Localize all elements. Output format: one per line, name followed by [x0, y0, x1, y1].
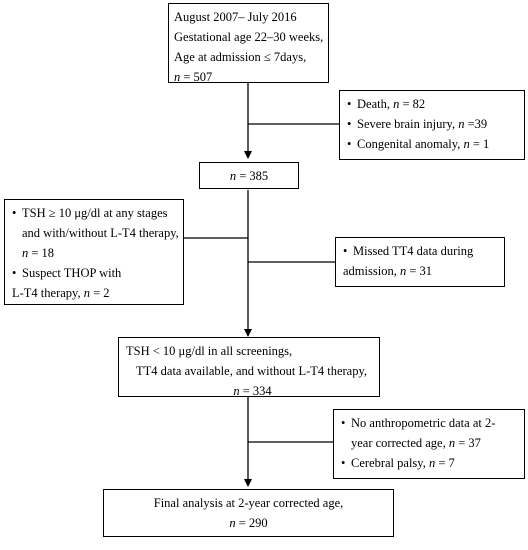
n-label: n: [448, 436, 456, 450]
exclusion-tsh-count: n = 18: [22, 243, 179, 263]
box-exclusion-3: No anthropometric data at 2- year correc…: [333, 409, 525, 479]
count-value: = 2: [89, 286, 110, 300]
count-290: n = 290: [104, 513, 393, 533]
count-value: = 1: [469, 137, 490, 151]
exclusion-label: admission,: [343, 264, 400, 278]
count-value: = 290: [235, 516, 268, 530]
exclusion-cerebral-palsy: Cerebral palsy, n = 7: [341, 453, 520, 473]
exclusion-brain-injury: Severe brain injury, n =39: [347, 114, 520, 134]
n-label: n: [174, 70, 181, 84]
exclusion-death: Death, n = 82: [347, 94, 520, 114]
n-label: n: [428, 456, 436, 470]
n-label: n: [233, 384, 240, 398]
count-334: n = 334: [126, 381, 379, 401]
start-line-1: August 2007– July 2016: [174, 10, 297, 24]
box-final: Final analysis at 2-year corrected age, …: [103, 489, 394, 537]
exclusion-label: Death,: [357, 97, 394, 111]
exclusion-label: year corrected age,: [351, 436, 449, 450]
n-label: n: [393, 97, 400, 111]
exclusion-tt4-line-2: admission, n = 31: [343, 261, 500, 281]
exclusion-anthro-line-1: No anthropometric data at 2-: [351, 416, 496, 430]
n-label: n: [229, 169, 237, 183]
exclusion-missed-tt4: Missed TT4 data during admission, n = 31: [343, 241, 500, 281]
exclusion-thop: Suspect THOP with L-T4 therapy, n = 2: [12, 263, 179, 303]
count-value: = 507: [180, 70, 213, 84]
exclusion-tsh-line-2: and with/without L-T4 therapy,: [22, 226, 179, 240]
count-value: = 37: [455, 436, 481, 450]
exclusion-label: Severe brain injury,: [357, 117, 459, 131]
exclusion-thop-line-1: Suspect THOP with: [22, 266, 122, 280]
box-exclusion-left: TSH ≥ 10 μg/dl at any stages and with/wi…: [4, 199, 184, 305]
n-label: n: [463, 137, 470, 151]
n-label: n: [399, 264, 407, 278]
count-value: = 7: [435, 456, 455, 470]
count-value: = 385: [236, 169, 269, 183]
n-label: n: [458, 117, 465, 131]
exclusion-thop-line-2: L-T4 therapy, n = 2: [12, 283, 179, 303]
exclusion-label: L-T4 therapy,: [12, 286, 84, 300]
start-line-3: Age at admission ≤ 7days,: [174, 50, 307, 64]
mid2-line-1: TSH < 10 μg/dl in all screenings,: [126, 344, 293, 358]
box-334: TSH < 10 μg/dl in all screenings, TT4 da…: [118, 337, 380, 398]
final-line-1: Final analysis at 2-year corrected age,: [153, 496, 344, 510]
box-exclusion-right: Missed TT4 data during admission, n = 31: [335, 237, 505, 287]
n-label: n: [229, 516, 236, 530]
start-count: n = 507: [174, 67, 328, 87]
exclusion-label: Cerebral palsy,: [351, 456, 429, 470]
exclusion-anthro-line-2: year corrected age, n = 37: [351, 433, 520, 453]
exclusion-no-anthropometric: No anthropometric data at 2- year correc…: [341, 413, 520, 453]
box-exclusion-1: Death, n = 82 Severe brain injury, n =39…: [339, 90, 525, 160]
exclusion-tsh-line-1: TSH ≥ 10 μg/dl at any stages: [22, 206, 168, 220]
exclusion-label: Congenital anomaly,: [357, 137, 464, 151]
exclusion-congenital-anomaly: Congenital anomaly, n = 1: [347, 134, 520, 154]
count-value: =39: [464, 117, 488, 131]
box-start: August 2007– July 2016 Gestational age 2…: [168, 3, 329, 84]
mid2-line-2: TT4 data available, and without L-T4 the…: [136, 364, 368, 378]
box-385: n = 385: [199, 162, 299, 189]
count-385: n = 385: [200, 166, 298, 186]
n-label: n: [83, 286, 90, 300]
n-label: n: [22, 246, 29, 260]
count-value: = 31: [406, 264, 433, 278]
count-value: = 334: [239, 384, 272, 398]
count-value: = 82: [399, 97, 426, 111]
exclusion-tsh: TSH ≥ 10 μg/dl at any stages and with/wi…: [12, 203, 179, 263]
count-value: = 18: [28, 246, 55, 260]
start-line-2: Gestational age 22–30 weeks,: [174, 30, 324, 44]
exclusion-tt4-line-1: Missed TT4 data during: [353, 244, 474, 258]
